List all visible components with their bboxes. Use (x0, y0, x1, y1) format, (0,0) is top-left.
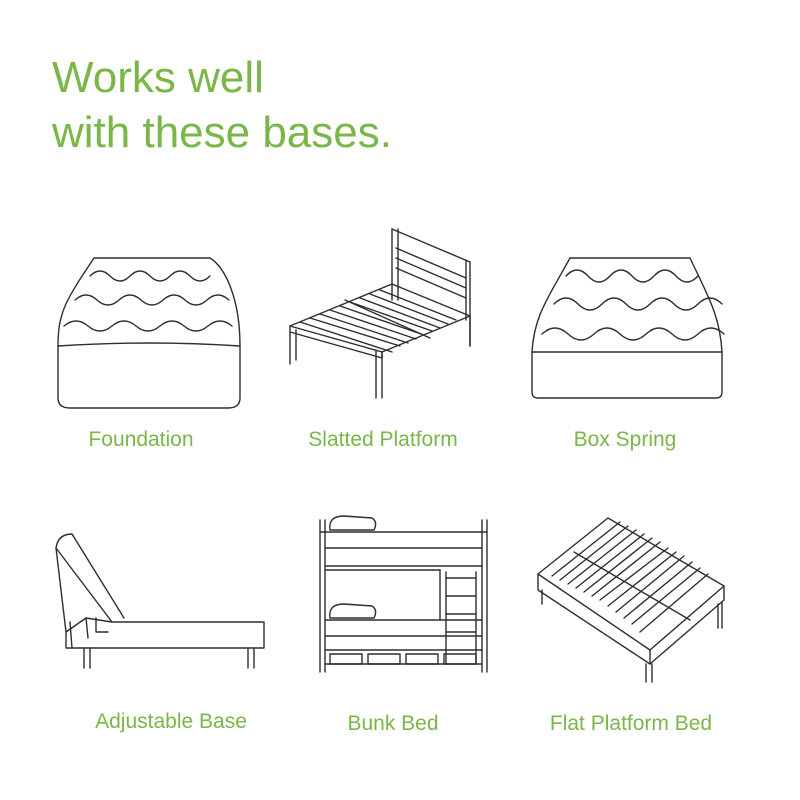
base-label-flat-platform-bed: Flat Platform Bed (549, 712, 713, 735)
headline: Works well with these bases. (52, 50, 392, 160)
base-label-slatted-platform: Slatted Platform (308, 428, 458, 451)
base-label-adjustable-base: Adjustable Base (95, 710, 247, 733)
base-label-bunk-bed: Bunk Bed (347, 712, 439, 735)
headline-line-1: Works well (52, 53, 264, 102)
headline-line-2: with these bases. (52, 108, 392, 157)
base-label-foundation: Foundation (88, 428, 194, 451)
base-label-box-spring: Box Spring (573, 428, 677, 451)
